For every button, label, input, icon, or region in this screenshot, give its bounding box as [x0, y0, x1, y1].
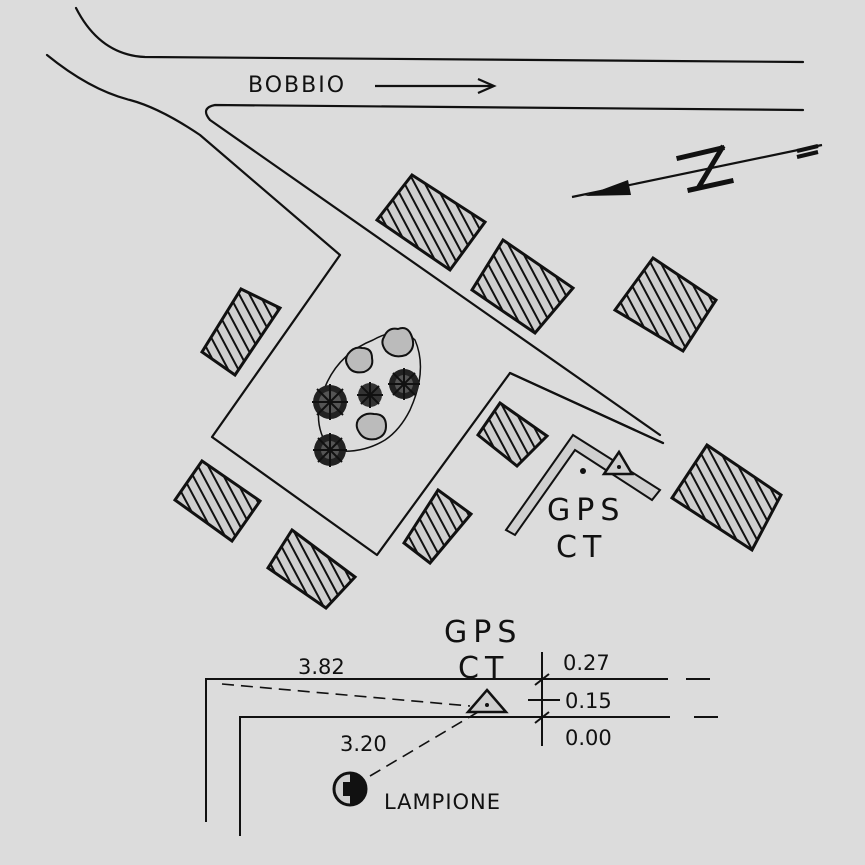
- road-network: [45, 6, 805, 557]
- height-label: 0.15: [565, 689, 612, 713]
- tree-icon: [345, 346, 374, 374]
- building: [669, 442, 783, 553]
- distance-line-top: [221, 683, 471, 707]
- tree-icon: [312, 384, 348, 420]
- building: [374, 172, 488, 273]
- building: [475, 400, 550, 469]
- wall-outline-outer: [205, 678, 668, 822]
- buildings: [172, 172, 783, 610]
- height-label: 0.27: [563, 651, 610, 675]
- section-tick: [534, 673, 550, 686]
- triangle-marker-icon: [601, 449, 635, 476]
- building: [265, 527, 358, 610]
- road-edge-east: [204, 103, 805, 437]
- height-label: 0.00: [565, 726, 612, 750]
- detail-station-label-line1: GPS: [444, 615, 522, 650]
- building: [172, 458, 263, 544]
- road-label-group: BOBBIO: [248, 73, 497, 98]
- building: [469, 237, 576, 336]
- triangle-marker-icon: [465, 688, 509, 714]
- street-lamp-icon: [332, 771, 368, 807]
- detail-sketch: GPS CT 0.27 0.15 0.00 3.82 3.20 LAM: [205, 615, 718, 836]
- road-edge-inner: [508, 371, 665, 445]
- gps-station-site: GPS CT: [504, 433, 662, 565]
- distance-lamp-label: 3.20: [340, 732, 387, 756]
- tree-icon: [381, 327, 415, 358]
- arrow-right-icon: [375, 77, 497, 95]
- wall-corner: [504, 433, 662, 537]
- distance-top-label: 3.82: [298, 655, 345, 679]
- garden-trees: [312, 327, 422, 467]
- tree-icon: [388, 368, 420, 400]
- section-tick: [534, 711, 550, 724]
- detail-station-label-line2: CT: [458, 651, 509, 686]
- road-edge-west: [45, 53, 665, 557]
- station-label-line1: GPS: [547, 493, 625, 528]
- tree-icon: [355, 412, 388, 441]
- north-arrow-icon: [571, 143, 823, 199]
- north-letter: [675, 144, 734, 193]
- wall-outline-inner: [239, 716, 670, 836]
- building: [401, 487, 474, 566]
- lamp-label: LAMPIONE: [384, 790, 501, 814]
- road-edge-north: [74, 6, 805, 64]
- tree-icon: [313, 433, 347, 467]
- building: [199, 287, 283, 378]
- reference-point: [580, 468, 586, 474]
- road-label: BOBBIO: [248, 73, 346, 98]
- station-label-line2: CT: [556, 530, 607, 565]
- tree-icon: [357, 382, 383, 408]
- building: [612, 255, 719, 354]
- distance-line-lamp: [369, 711, 479, 777]
